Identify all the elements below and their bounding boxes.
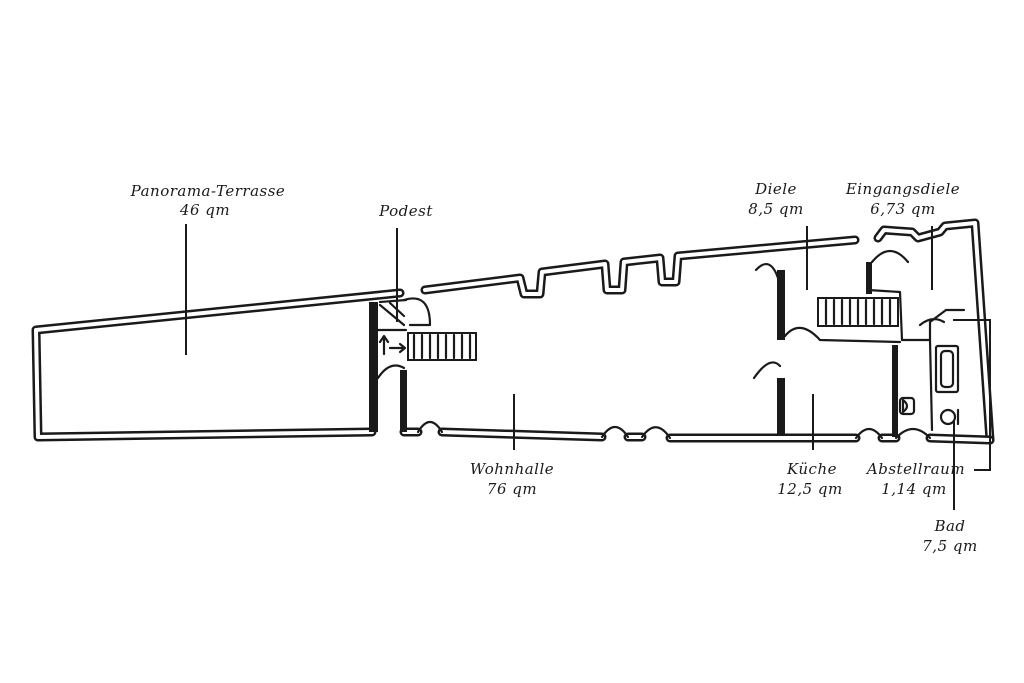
label-bad-area: 7,5 qm <box>922 537 977 555</box>
toilet-icon <box>898 396 916 416</box>
label-kueche-area: 12,5 qm <box>777 480 843 498</box>
label-eingangsdiele-name: Eingangsdiele <box>845 180 960 198</box>
label-diele-name: Diele <box>754 180 797 198</box>
staircase-diele <box>817 297 899 327</box>
staircase-wohnhalle <box>407 332 477 361</box>
label-terrasse-name: Panorama-Terrasse <box>130 182 286 200</box>
label-abstellraum-name: Abstellraum <box>865 460 965 478</box>
label-wohnhalle-area: 76 qm <box>487 480 537 498</box>
label-abstellraum-area: 1,14 qm <box>881 480 947 498</box>
door-arcs <box>416 420 932 440</box>
label-terrasse-area: 46 qm <box>179 201 230 219</box>
outer-walls <box>31 218 995 445</box>
bathtub-icon <box>934 344 960 394</box>
interior-walls <box>369 249 966 437</box>
label-eingangsdiele-area: 6,73 qm <box>870 200 936 218</box>
room-labels: Panorama-Terrasse 46 qm Podest Wohnhalle… <box>130 180 978 555</box>
sink-icon <box>939 408 960 426</box>
label-wohnhalle-name: Wohnhalle <box>470 460 554 478</box>
label-bad-name: Bad <box>933 517 965 535</box>
leader-lines <box>185 224 991 510</box>
label-kueche-name: Küche <box>786 460 837 478</box>
label-podest-name: Podest <box>378 202 433 220</box>
label-diele-area: 8,5 qm <box>748 200 803 218</box>
stair-arrow-icon <box>378 334 407 356</box>
